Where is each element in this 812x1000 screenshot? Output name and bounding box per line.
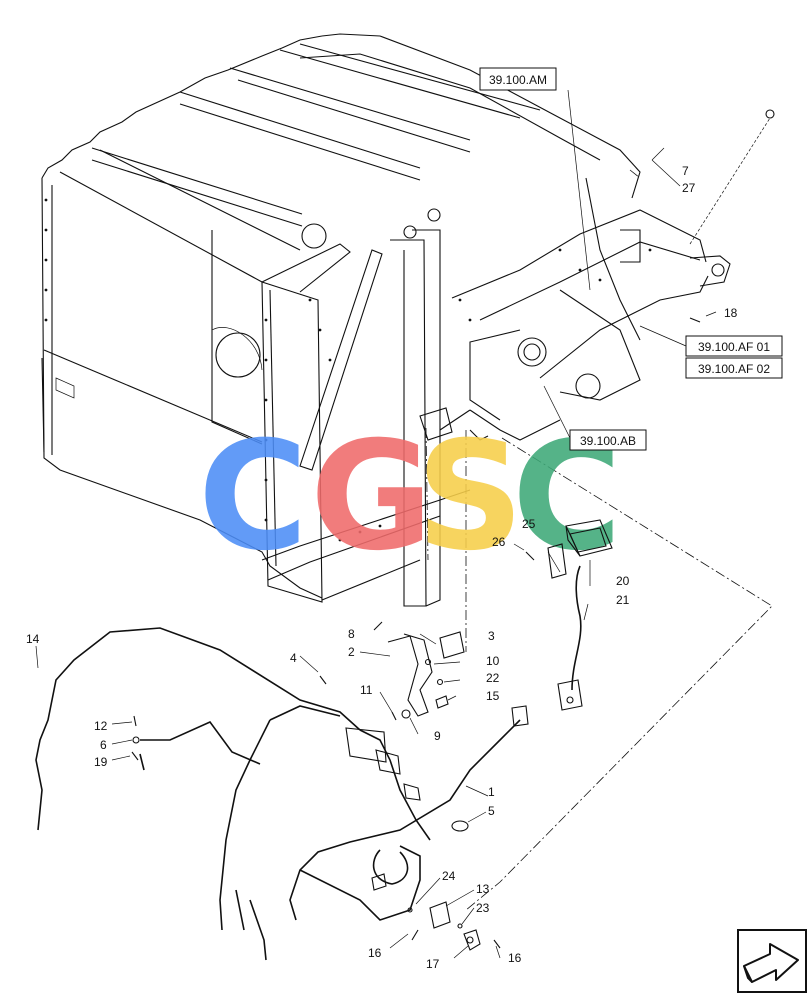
small-parts — [131, 317, 701, 951]
callout-2: 2 — [348, 645, 355, 659]
callout-24: 24 — [442, 869, 456, 883]
reference-boxes: 39.100.AM 39.100.AF 01 39.100.AF 02 39.1… — [479, 67, 783, 451]
ref-box-ab[interactable]: 39.100.AB — [569, 429, 647, 451]
callout-20: 20 — [616, 574, 630, 588]
callout-17: 17 — [426, 957, 440, 971]
ref-label-af02: 39.100.AF 02 — [698, 362, 770, 376]
watermark-letter-g: G — [310, 410, 433, 584]
callout-23: 23 — [476, 901, 490, 915]
watermark: C G S C — [198, 410, 622, 584]
callout-15: 15 — [486, 689, 500, 703]
callout-1: 1 — [488, 785, 495, 799]
callout-11: 11 — [360, 683, 373, 697]
callout-13: 13 — [476, 882, 490, 896]
watermark-letter-s: S — [416, 410, 524, 584]
callout-21: 21 — [616, 593, 630, 607]
next-page-arrow-icon[interactable] — [737, 929, 807, 993]
callout-16a: 16 — [368, 946, 382, 960]
callout-6: 6 — [100, 738, 107, 752]
callout-16b: 16 — [508, 951, 522, 965]
callout-27: 27 — [682, 181, 696, 195]
callout-22: 22 — [486, 671, 500, 685]
baler-frame — [41, 33, 775, 607]
callout-25: 25 — [522, 517, 536, 531]
callout-14: 14 — [26, 632, 40, 646]
wiring-harness — [35, 627, 529, 961]
callout-10: 10 — [486, 654, 500, 668]
callout-19: 19 — [94, 755, 108, 769]
callout-26: 26 — [492, 535, 506, 549]
callout-4: 4 — [290, 651, 297, 665]
callout-8: 8 — [348, 627, 355, 641]
ref-label-af01: 39.100.AF 01 — [698, 340, 770, 354]
ref-box-af02[interactable]: 39.100.AF 02 — [685, 357, 783, 379]
callout-18: 18 — [724, 306, 738, 320]
callout-3: 3 — [488, 629, 495, 643]
watermark-letter-c1: C — [198, 410, 308, 584]
callout-9: 9 — [434, 729, 441, 743]
callout-leaders — [35, 147, 717, 959]
callout-12: 12 — [94, 719, 108, 733]
callout-5: 5 — [488, 804, 495, 818]
callout-7: 7 — [682, 164, 689, 178]
ref-box-af01[interactable]: 39.100.AF 01 — [685, 335, 783, 357]
ref-label-ab: 39.100.AB — [580, 434, 636, 448]
ref-label-am: 39.100.AM — [489, 73, 547, 87]
assembly-lines — [425, 169, 773, 911]
ref-box-am[interactable]: 39.100.AM — [479, 67, 557, 91]
callout-numbers: 1 2 3 4 5 6 7 8 9 10 11 12 13 14 15 16 1… — [26, 164, 738, 971]
